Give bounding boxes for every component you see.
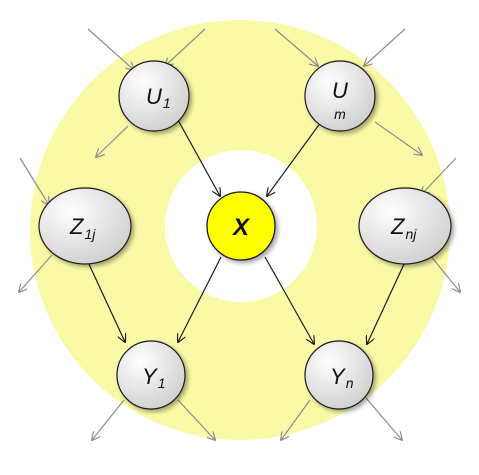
node-z1j-main: Z	[69, 214, 85, 239]
node-yn-sub: n	[346, 375, 354, 391]
node-um-sub: m	[334, 106, 346, 122]
node-z1j-label: Z1j	[69, 214, 96, 242]
node-u1-main: U	[146, 84, 162, 109]
edge-out-um	[374, 121, 422, 155]
node-y1-label: Y1	[142, 364, 165, 391]
node-um-shape	[304, 60, 376, 132]
node-znj-shape	[358, 187, 452, 265]
node-z1j-sub: 1j	[84, 226, 96, 242]
edge-in-um-right	[364, 28, 406, 66]
external-edges	[19, 28, 460, 440]
node-um-main: U	[332, 78, 348, 103]
edge-in-u1-right	[165, 28, 206, 66]
node-z1j-shape	[38, 187, 132, 265]
node-um[interactable]: U m	[304, 60, 376, 132]
internal-edges	[87, 119, 406, 344]
edge-um-x	[267, 121, 322, 196]
edge-in-um-left	[274, 28, 318, 66]
node-x-label: X	[231, 214, 251, 241]
edge-in-znj	[421, 157, 457, 195]
node-yn-main: Y	[330, 364, 346, 389]
node-znj-sub: nj	[405, 226, 417, 242]
edge-out-yn-left	[281, 399, 311, 440]
edge-x-y1	[178, 256, 222, 342]
edge-z1j-y1	[87, 261, 125, 342]
node-u1-sub: 1	[163, 95, 171, 111]
node-z1j[interactable]: Z1j	[38, 187, 132, 265]
node-u1[interactable]: U1	[118, 60, 190, 132]
node-yn-shape	[304, 340, 374, 410]
node-znj-label: Znj	[390, 214, 417, 242]
edge-u1-x	[177, 119, 220, 196]
node-u1-label: U1	[146, 84, 171, 111]
edge-out-yn-right	[365, 397, 402, 440]
node-y1-main: Y	[142, 364, 158, 389]
node-y1[interactable]: Y1	[116, 340, 186, 410]
node-y1-sub: 1	[158, 375, 166, 391]
node-yn[interactable]: Yn	[304, 340, 374, 410]
edge-out-u1	[96, 125, 129, 157]
edge-out-z1j	[19, 254, 53, 292]
node-znj[interactable]: Znj	[358, 187, 452, 265]
edge-out-y1-right	[177, 399, 215, 440]
node-yn-label: Yn	[330, 364, 354, 391]
edge-in-z1j	[19, 157, 49, 205]
edge-out-znj	[429, 254, 460, 292]
node-x-shape	[206, 191, 276, 261]
edge-in-u1-left	[87, 28, 134, 70]
edge-znj-yn	[367, 261, 406, 344]
node-u1-shape	[118, 60, 190, 132]
node-y1-shape	[116, 340, 186, 410]
node-x[interactable]: X	[206, 191, 276, 261]
edge-x-yn	[264, 256, 314, 344]
node-znj-main: Z	[390, 214, 406, 239]
edge-out-y1-left	[92, 399, 125, 440]
